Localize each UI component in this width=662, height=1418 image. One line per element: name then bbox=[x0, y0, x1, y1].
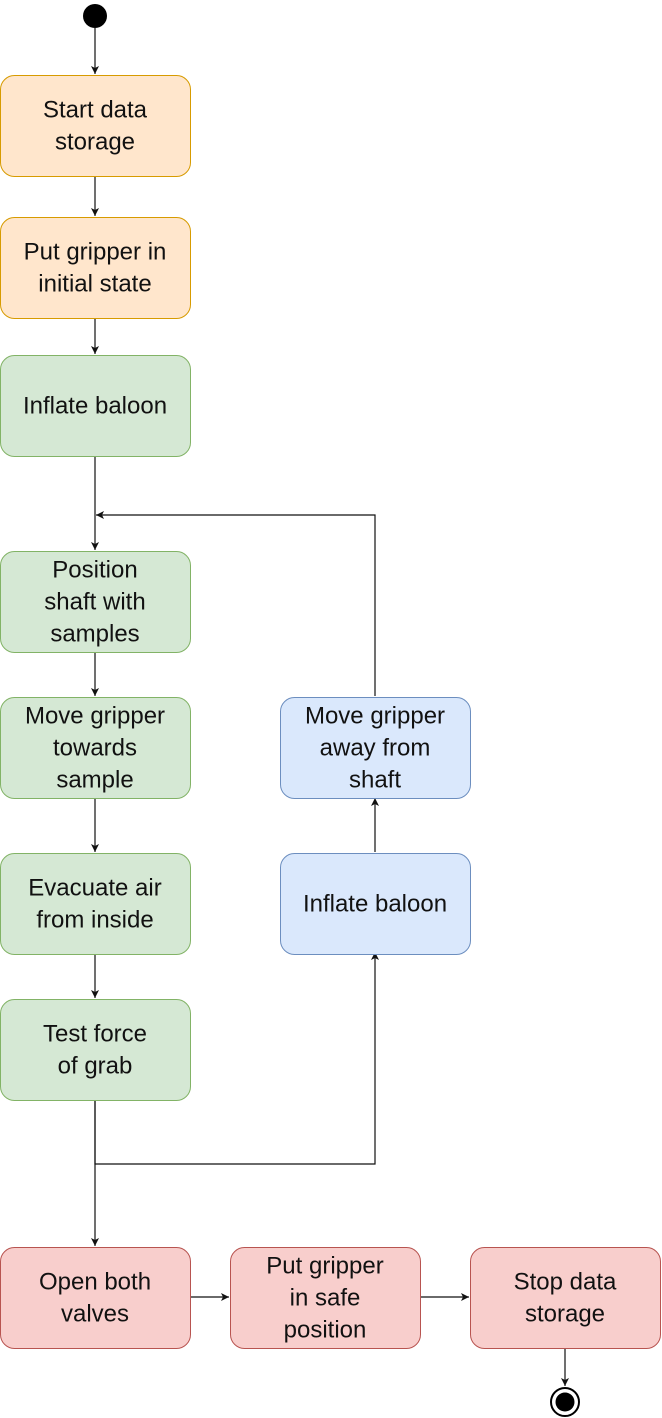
node-box-test-force-of-grab bbox=[0, 999, 191, 1101]
node-label-line: shaft with bbox=[44, 589, 145, 616]
node-label-line: away from bbox=[320, 735, 431, 762]
node-label-evacuate-air-from-inside: Evacuate air from inside bbox=[28, 875, 161, 934]
node-label-line: sample bbox=[56, 767, 133, 794]
node-label-line: Inflate baloon bbox=[303, 891, 447, 918]
node-label-line: Put gripper in bbox=[24, 239, 167, 266]
initial-node bbox=[83, 4, 107, 28]
node-label-line: valves bbox=[61, 1301, 129, 1328]
node-label-line: Open both bbox=[39, 1269, 151, 1296]
final-node bbox=[550, 1387, 580, 1417]
node-box-open-both-valves bbox=[0, 1247, 191, 1349]
node-label-line: position bbox=[284, 1317, 367, 1344]
node-box-evacuate-air-from-inside bbox=[0, 853, 191, 955]
node-label-line: of grab bbox=[58, 1053, 133, 1080]
node-box-move-gripper-away-from-shaft bbox=[280, 697, 471, 799]
node-label-line: Stop data bbox=[514, 1269, 617, 1296]
node-label-position-shaft-with-samples: Position shaft with samples bbox=[44, 557, 145, 648]
node-box-put-gripper-safe-position bbox=[230, 1247, 421, 1349]
node-start-data-storage: Start data storage bbox=[0, 75, 191, 177]
node-label-test-force-of-grab: Test force of grab bbox=[43, 1021, 147, 1080]
node-label-inflate-baloon-1: Inflate baloon bbox=[23, 393, 167, 420]
node-label-line: initial state bbox=[38, 271, 151, 298]
node-label-stop-data-storage: Stop data storage bbox=[514, 1269, 617, 1328]
node-label-line: samples bbox=[50, 621, 139, 648]
node-label-line: Test force bbox=[43, 1021, 147, 1048]
node-box-move-gripper-towards-sample bbox=[0, 697, 191, 799]
node-label-inflate-baloon-2: Inflate baloon bbox=[303, 891, 447, 918]
node-test-force-of-grab: Test force of grab bbox=[0, 999, 191, 1101]
node-label-line: Put gripper bbox=[266, 1253, 383, 1280]
node-move-gripper-away-from-shaft: Move gripper away from shaft bbox=[280, 697, 471, 799]
edges bbox=[91, 28, 569, 1386]
node-stop-data-storage: Stop data storage bbox=[470, 1247, 661, 1349]
node-box-position-shaft-with-samples bbox=[0, 551, 191, 653]
node-box-put-gripper-initial-state bbox=[0, 217, 191, 319]
node-label-line: Evacuate air bbox=[28, 875, 161, 902]
edge-test-force-to-inflate-baloon-2 bbox=[94, 952, 379, 1165]
node-evacuate-air-from-inside: Evacuate air from inside bbox=[0, 853, 191, 955]
node-label-put-gripper-initial-state: Put gripper in initial state bbox=[24, 239, 167, 298]
node-label-line: Inflate baloon bbox=[23, 393, 167, 420]
node-label-line: Move gripper bbox=[305, 703, 445, 730]
node-box-inflate-baloon-1 bbox=[0, 355, 191, 457]
node-label-line: from inside bbox=[36, 907, 153, 934]
node-label-line: Move gripper bbox=[25, 703, 165, 730]
node-open-both-valves: Open both valves bbox=[0, 1247, 191, 1349]
node-put-gripper-safe-position: Put gripper in safe position bbox=[230, 1247, 421, 1349]
node-label-put-gripper-safe-position: Put gripper in safe position bbox=[266, 1253, 383, 1344]
node-inflate-baloon-2: Inflate baloon bbox=[280, 853, 471, 955]
node-label-line: Position bbox=[52, 557, 137, 584]
node-label-line: towards bbox=[53, 735, 137, 762]
node-inflate-baloon-1: Inflate baloon bbox=[0, 355, 191, 457]
node-put-gripper-initial-state: Put gripper in initial state bbox=[0, 217, 191, 319]
node-box-stop-data-storage bbox=[470, 1247, 661, 1349]
node-label-line: Start data bbox=[43, 97, 148, 124]
node-label-line: shaft bbox=[349, 767, 401, 794]
node-label-move-gripper-towards-sample: Move gripper towards sample bbox=[25, 703, 165, 794]
node-position-shaft-with-samples: Position shaft with samples bbox=[0, 551, 191, 653]
node-label-move-gripper-away-from-shaft: Move gripper away from shaft bbox=[305, 703, 445, 794]
node-box-start-data-storage bbox=[0, 75, 191, 177]
node-box-inflate-baloon-2 bbox=[280, 853, 471, 955]
edge-move-gripper-away-to-position-shaft bbox=[96, 511, 376, 696]
node-label-line: storage bbox=[55, 129, 135, 156]
node-label-line: in safe bbox=[290, 1285, 361, 1312]
node-label-line: storage bbox=[525, 1301, 605, 1328]
node-label-start-data-storage: Start data storage bbox=[43, 97, 148, 156]
node-move-gripper-towards-sample: Move gripper towards sample bbox=[0, 697, 191, 799]
node-label-open-both-valves: Open both valves bbox=[39, 1269, 151, 1328]
